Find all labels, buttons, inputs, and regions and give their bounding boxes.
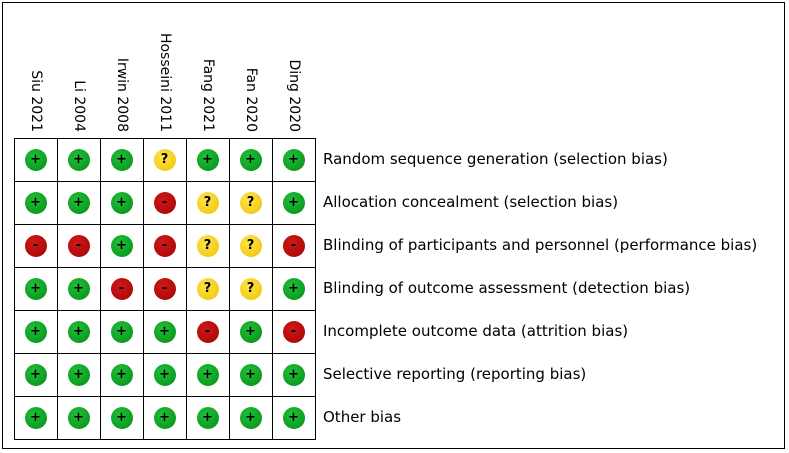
judgement-unclear-icon: ? [239, 191, 262, 214]
judgement-high-icon: - [153, 191, 176, 214]
judgement-low-icon: + [24, 406, 47, 429]
judgement-unclear-icon: ? [153, 148, 176, 171]
grid-row-divider [15, 224, 315, 225]
judgement-low-icon: + [24, 320, 47, 343]
judgement-low-icon: + [24, 363, 47, 386]
judgement-low-icon: + [282, 191, 305, 214]
judgement-low-icon: + [67, 320, 90, 343]
judgement-high-icon: - [196, 320, 219, 343]
grid-column-divider [229, 139, 230, 439]
grid-row-divider [15, 310, 315, 311]
domain-label: Random sequence generation (selection bi… [323, 149, 668, 168]
judgement-low-icon: + [282, 406, 305, 429]
judgement-low-icon: + [67, 277, 90, 300]
judgement-low-icon: + [282, 148, 305, 171]
study-label: Fan 2020 [242, 67, 259, 132]
judgement-low-icon: + [67, 148, 90, 171]
judgement-low-icon: + [67, 191, 90, 214]
grid-row-divider [15, 396, 315, 397]
risk-of-bias-grid: +++?++++++-??+--+-??-++--??+++++-+-+++++… [14, 138, 316, 440]
judgement-low-icon: + [110, 148, 133, 171]
grid-column-divider [272, 139, 273, 439]
study-label: Siu 2021 [27, 70, 44, 132]
judgement-low-icon: + [282, 363, 305, 386]
domain-label: Allocation concealment (selection bias) [323, 192, 619, 211]
judgement-unclear-icon: ? [196, 277, 219, 300]
judgement-low-icon: + [67, 406, 90, 429]
grid-column-divider [57, 139, 58, 439]
judgement-high-icon: - [24, 234, 47, 257]
domain-label: Blinding of outcome assessment (detectio… [323, 278, 691, 297]
judgement-low-icon: + [282, 277, 305, 300]
judgement-low-icon: + [239, 148, 262, 171]
judgement-unclear-icon: ? [196, 191, 219, 214]
judgement-unclear-icon: ? [239, 277, 262, 300]
judgement-low-icon: + [24, 191, 47, 214]
judgement-low-icon: + [196, 148, 219, 171]
judgement-unclear-icon: ? [239, 234, 262, 257]
grid-column-divider [143, 139, 144, 439]
judgement-low-icon: + [110, 234, 133, 257]
judgement-low-icon: + [239, 406, 262, 429]
domain-label: Blinding of participants and personnel (… [323, 235, 758, 254]
judgement-low-icon: + [110, 406, 133, 429]
study-label: Fang 2021 [199, 58, 216, 132]
grid-column-divider [100, 139, 101, 439]
judgement-low-icon: + [110, 191, 133, 214]
judgement-high-icon: - [67, 234, 90, 257]
grid-row-divider [15, 181, 315, 182]
judgement-low-icon: + [110, 363, 133, 386]
judgement-high-icon: - [110, 277, 133, 300]
grid-row-divider [15, 353, 315, 354]
domain-label: Selective reporting (reporting bias) [323, 364, 587, 383]
judgement-high-icon: - [153, 277, 176, 300]
judgement-high-icon: - [282, 234, 305, 257]
study-label: Ding 2020 [285, 59, 302, 132]
grid-column-divider [186, 139, 187, 439]
judgement-high-icon: - [282, 320, 305, 343]
judgement-low-icon: + [153, 320, 176, 343]
judgement-low-icon: + [196, 363, 219, 386]
figure-frame [2, 2, 785, 449]
judgement-low-icon: + [239, 363, 262, 386]
study-label: Hosseini 2011 [156, 32, 173, 132]
judgement-low-icon: + [67, 363, 90, 386]
judgement-low-icon: + [110, 320, 133, 343]
judgement-low-icon: + [153, 406, 176, 429]
grid-row-divider [15, 267, 315, 268]
domain-label: Other bias [323, 407, 402, 426]
domain-label: Incomplete outcome data (attrition bias) [323, 321, 629, 340]
judgement-low-icon: + [24, 277, 47, 300]
study-label: Li 2004 [70, 80, 87, 132]
study-label: Irwin 2008 [113, 57, 130, 132]
judgement-low-icon: + [153, 363, 176, 386]
judgement-low-icon: + [239, 320, 262, 343]
judgement-low-icon: + [24, 148, 47, 171]
judgement-low-icon: + [196, 406, 219, 429]
judgement-unclear-icon: ? [196, 234, 219, 257]
judgement-high-icon: - [153, 234, 176, 257]
